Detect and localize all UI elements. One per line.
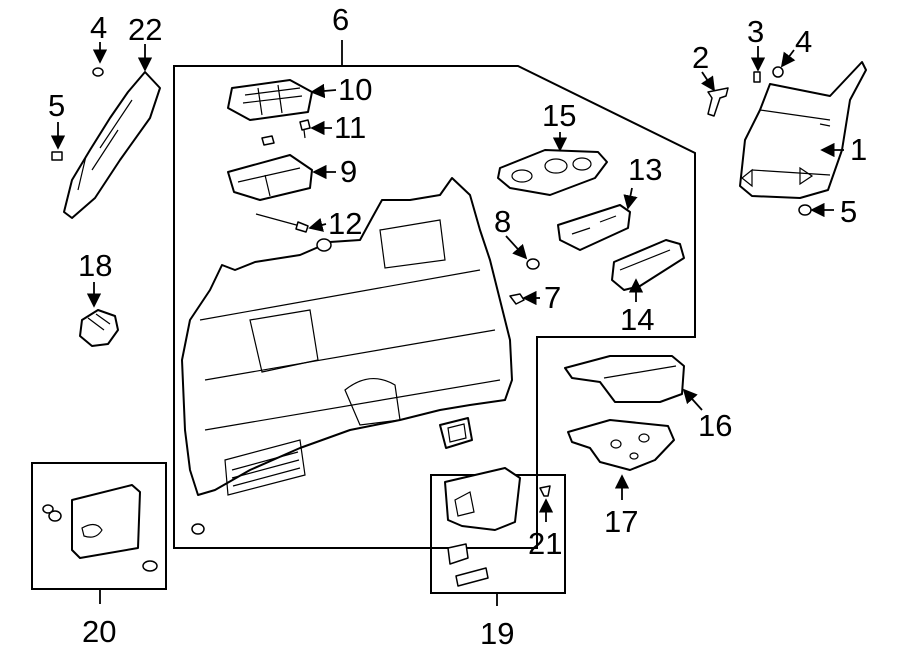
part-5-push-pin-right	[798, 204, 812, 216]
part-5-push-pin-left	[51, 151, 63, 161]
part-6-quarter-trim-panel	[181, 177, 513, 496]
callout-12: 12	[328, 206, 362, 241]
callout-19: 19	[480, 616, 514, 651]
callout-11: 11	[334, 110, 366, 145]
part-18-cover	[79, 309, 119, 347]
part-3-pin	[753, 71, 761, 83]
callout-4-right: 4	[795, 24, 812, 59]
callout-22: 22	[128, 12, 162, 47]
callout-18: 18	[78, 248, 112, 283]
callout-17: 17	[604, 504, 638, 539]
part-7-clip	[509, 293, 525, 305]
part-15-cupholder	[497, 149, 608, 196]
part-17-bracket	[567, 419, 675, 471]
part-14-cover	[611, 239, 685, 291]
part-clip-bottom	[191, 523, 205, 535]
callout-6: 6	[332, 2, 349, 37]
part-11-screw	[261, 119, 311, 146]
callout-7: 7	[544, 280, 561, 315]
callout-8: 8	[494, 204, 511, 239]
callout-20: 20	[82, 614, 116, 649]
part-handle-recess	[439, 417, 473, 449]
part-10-bezel	[227, 79, 313, 121]
part-22-pillar-trim	[63, 71, 161, 219]
part-2-clip	[707, 87, 729, 117]
group-frame-6	[173, 65, 696, 549]
part-13-trim-piece	[557, 204, 631, 251]
callout-13: 13	[628, 152, 662, 187]
part-19-panel	[444, 467, 521, 587]
part-4-clip-right	[772, 66, 784, 78]
callout-10: 10	[338, 72, 372, 107]
callout-5-right: 5	[840, 194, 857, 229]
part-9-bin	[227, 154, 313, 201]
part-16-armrest	[564, 355, 685, 403]
part-1-pillar-trim	[739, 61, 867, 199]
part-8-fastener	[526, 258, 540, 270]
callout-16: 16	[698, 408, 732, 443]
callout-2: 2	[692, 40, 709, 75]
callout-4-left: 4	[90, 10, 107, 45]
part-20-panel	[42, 484, 158, 572]
callout-5-left: 5	[48, 88, 65, 123]
part-12-rod	[255, 213, 332, 252]
leader-lines	[50, 40, 844, 606]
part-4-clip-left	[92, 67, 104, 77]
callout-3: 3	[747, 14, 764, 49]
callout-15: 15	[542, 98, 576, 133]
part-21-clip	[539, 485, 551, 497]
callout-1: 1	[850, 132, 867, 167]
group-frame-20	[31, 462, 167, 590]
callout-21: 21	[528, 526, 562, 561]
callout-14: 14	[620, 302, 654, 337]
callout-9: 9	[340, 154, 357, 189]
